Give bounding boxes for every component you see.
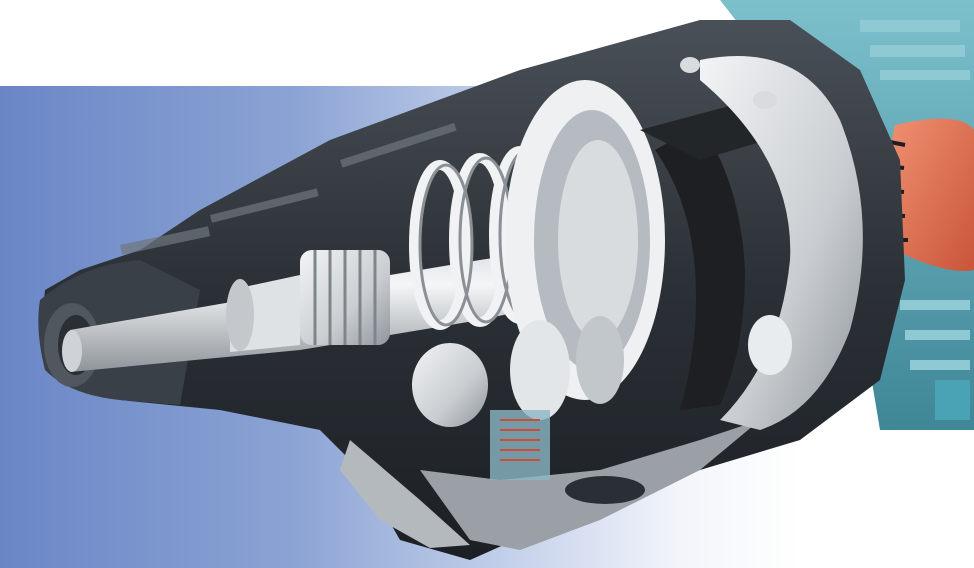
barrel-highlights [120,122,457,255]
gear-cluster [412,316,645,504]
bearing-ring [505,80,665,400]
ribbed-collar [300,250,390,345]
rear-end-cap [680,56,863,430]
